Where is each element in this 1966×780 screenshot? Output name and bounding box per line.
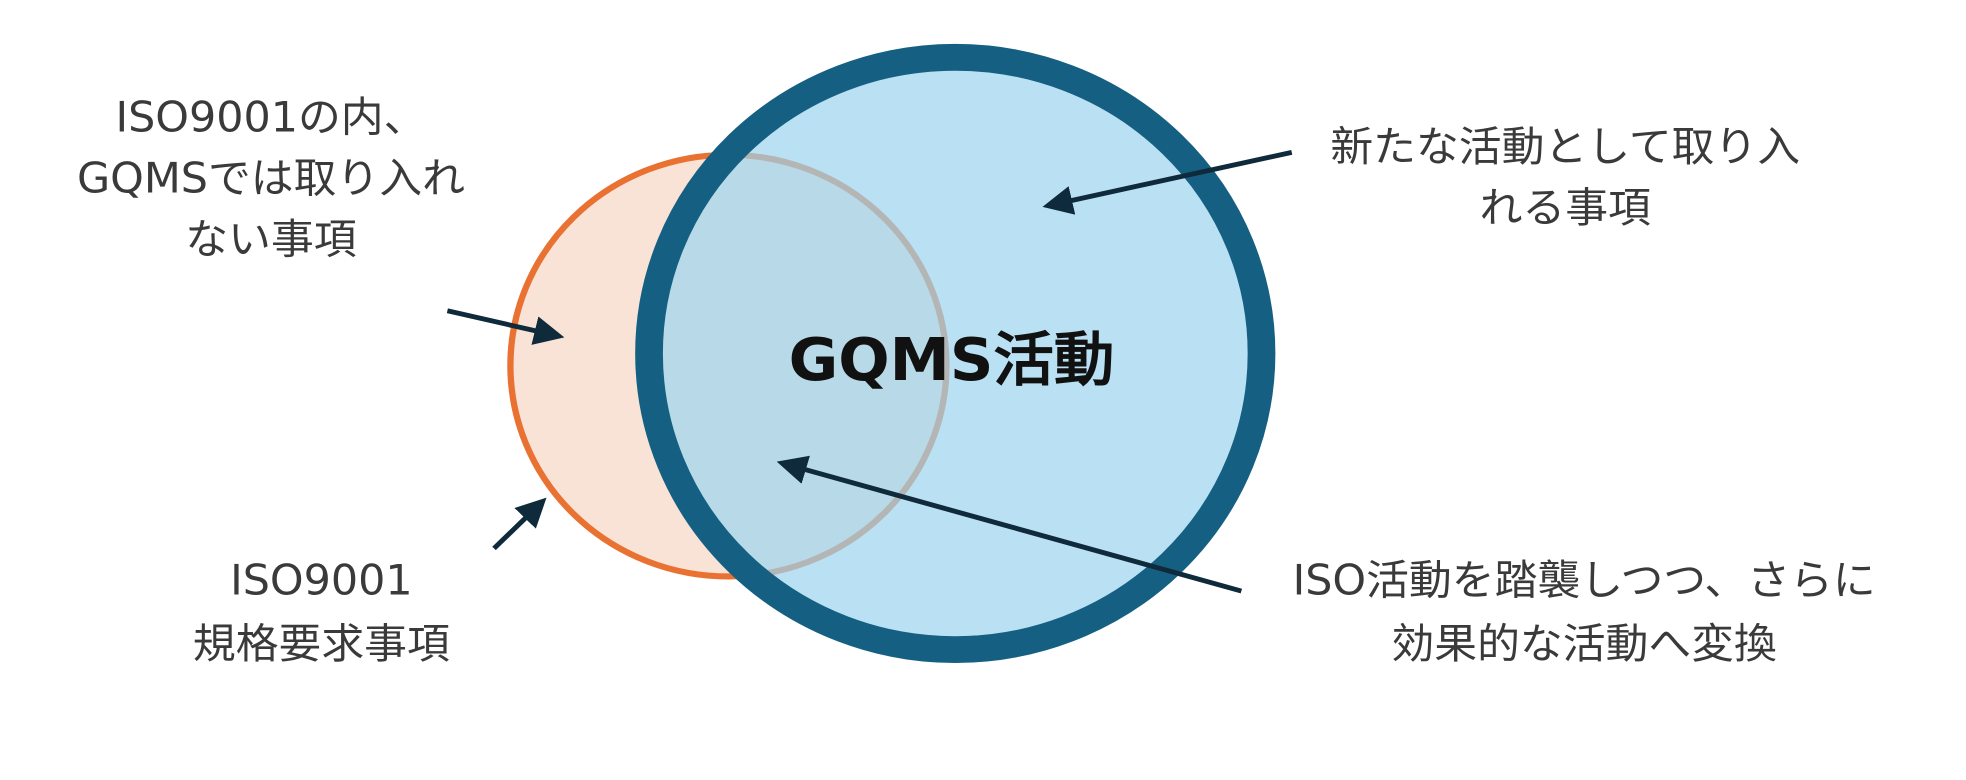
arrow-new-items — [1042, 149, 1293, 215]
excluded-line-2: GQMSでは取り入れ — [77, 154, 465, 202]
new-items-label: 新たな活動として取り入 れる事項 — [1330, 123, 1800, 232]
gqms-activity-label: GQMS活動 — [789, 327, 1115, 395]
arrow-excluded — [446, 308, 565, 345]
arrow-iso-requirements — [492, 497, 547, 551]
new-items-line-2: れる事項 — [1480, 183, 1651, 231]
iso-req-line-1: ISO9001 — [230, 556, 413, 604]
new-items-line-1: 新たな活動として取り入 — [1330, 123, 1800, 171]
iso-req-line-2: 規格要求事項 — [193, 620, 450, 668]
excluded-line-1: ISO9001の内、 — [115, 93, 426, 141]
gqms-circle-fill — [649, 57, 1262, 650]
iso-requirements-label: ISO9001 規格要求事項 — [193, 556, 450, 668]
transformed-line-2: 効果的な活動へ変換 — [1391, 620, 1776, 668]
transformed-line-1: ISO活動を踏襲しつつ、さらに — [1293, 556, 1876, 604]
gqms-circle-ring — [635, 43, 1276, 663]
transformed-items-label: ISO活動を踏襲しつつ、さらに 効果的な活動へ変換 — [1293, 556, 1876, 668]
excluded-line-3: ない事項 — [185, 215, 356, 263]
arrow-transformed — [776, 455, 1243, 594]
excluded-items-label: ISO9001の内、 GQMSでは取り入れ ない事項 — [77, 93, 465, 263]
